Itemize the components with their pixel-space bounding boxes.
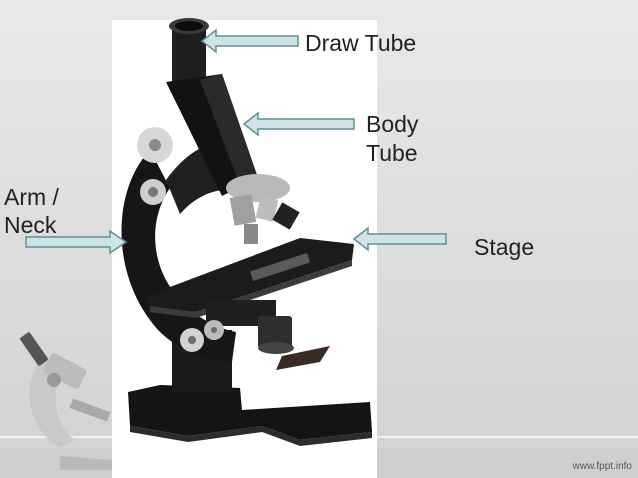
stage-arrow (352, 226, 447, 252)
stage-label: Stage (474, 234, 535, 260)
arm-neck-arrow (25, 229, 128, 255)
body-tube-label-line2: Tube (366, 140, 418, 166)
arm-neck-label-line2: Neck (4, 212, 57, 238)
body-tube-arrow (242, 111, 355, 137)
watermark-text: www.fppt.info (572, 461, 632, 472)
decorative-microscope-image (20, 332, 112, 470)
arm-neck-label-line1: Arm / (4, 184, 59, 210)
body-tube-label-line1: Body (366, 111, 419, 137)
draw-tube-label: Draw Tube (305, 30, 417, 56)
draw-tube-arrow (200, 28, 299, 54)
